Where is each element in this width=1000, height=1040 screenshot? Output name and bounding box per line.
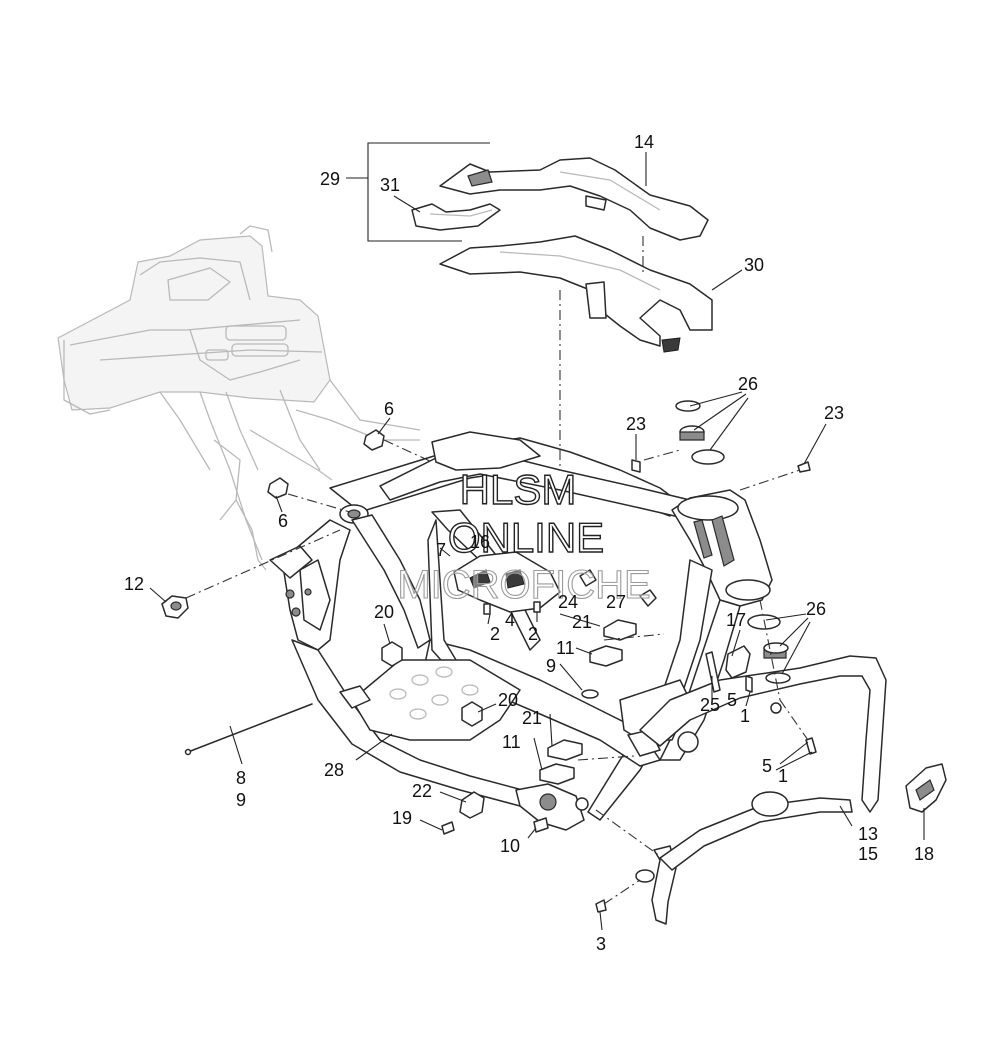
- callouts: 29 31 14 30 26 23 23 6 6 12 7 16 2 4 2 2…: [124, 132, 934, 954]
- watermark-line1: HLSM: [460, 466, 577, 513]
- callout-22: 22: [412, 781, 432, 801]
- assembly-lines: [185, 236, 809, 905]
- callout-17: 17: [726, 610, 746, 630]
- callout-7: 7: [436, 540, 446, 560]
- callout-11: 11: [556, 638, 575, 658]
- callout-23: 23: [824, 403, 844, 423]
- small-parts: [161, 400, 817, 913]
- callout-12: 12: [124, 574, 144, 594]
- callout-28: 28: [324, 760, 344, 780]
- callout-6: 6: [384, 399, 394, 419]
- top-cover-30: [439, 235, 713, 353]
- callout-10: 10: [500, 836, 520, 856]
- callout-27: 27: [606, 592, 626, 612]
- tray-16: [453, 551, 561, 613]
- callout-18: 18: [914, 844, 934, 864]
- callout-20: 20: [374, 602, 394, 622]
- callout-26: 26: [738, 374, 758, 394]
- callout-9: 9: [236, 790, 246, 810]
- callout-16: 16: [470, 532, 490, 552]
- callout-1: 1: [778, 766, 788, 786]
- callout-4: 4: [505, 610, 515, 630]
- callout-6: 6: [278, 511, 288, 531]
- callout-2: 2: [528, 624, 538, 644]
- callout-3: 3: [596, 934, 606, 954]
- callout-9: 9: [546, 656, 556, 676]
- callout-23: 23: [626, 414, 646, 434]
- callout-21: 21: [522, 708, 542, 728]
- callout-14: 14: [634, 132, 654, 152]
- top-cover-14: [439, 157, 709, 241]
- callout-15: 15: [858, 844, 878, 864]
- rear-frame-ghost: [57, 225, 421, 571]
- callout-5: 5: [762, 756, 772, 776]
- watermark-line2: ONLINE: [448, 514, 604, 561]
- callout-2: 2: [490, 624, 500, 644]
- callout-19: 19: [392, 808, 412, 828]
- callout-24: 24: [558, 592, 578, 612]
- watermark: HLSM ONLINE MICROFICHE: [397, 465, 651, 607]
- callout-20: 20: [498, 690, 518, 710]
- callout-21: 21: [572, 612, 592, 632]
- callout-5: 5: [727, 690, 737, 710]
- callout-29: 29: [320, 169, 340, 189]
- bracket-31: [411, 203, 501, 231]
- leader-lines: [149, 152, 925, 931]
- bracket-18: [905, 763, 947, 813]
- group-bracket-29: [367, 142, 490, 242]
- callout-31: 31: [380, 175, 400, 195]
- watermark-line3: MICROFICHE: [397, 563, 650, 607]
- callout-8: 8: [236, 768, 246, 788]
- crash-bar-13: [635, 655, 887, 925]
- callout-26: 26: [806, 599, 826, 619]
- callout-13: 13: [858, 824, 878, 844]
- callout-11: 11: [502, 732, 521, 752]
- callout-1: 1: [740, 706, 750, 726]
- callout-25: 25: [700, 695, 720, 715]
- callout-30: 30: [744, 255, 764, 275]
